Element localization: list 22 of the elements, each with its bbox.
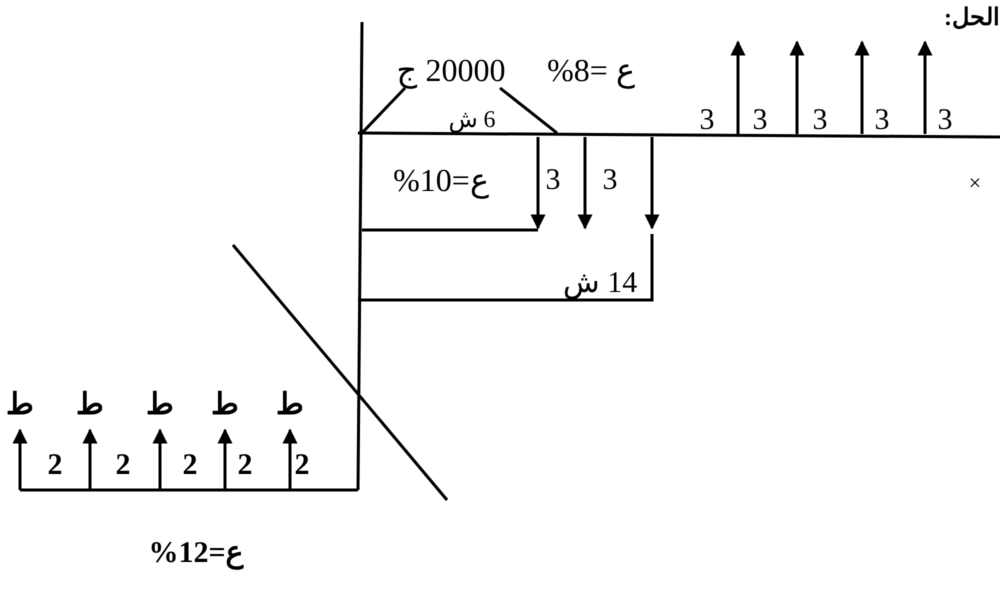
period-label: 14 ش <box>562 268 638 298</box>
series-letter: ط <box>276 390 304 420</box>
payment-value: 2 <box>48 450 62 480</box>
payment-value: 3 <box>874 105 890 135</box>
payment-value: 3 <box>938 105 952 135</box>
heading: الحل: <box>944 6 1000 30</box>
series-letter: ط <box>146 390 174 420</box>
payment-value: 2 <box>238 450 252 480</box>
series-letter: ط <box>211 390 239 420</box>
series-letter: ط <box>6 390 34 420</box>
payment-value: 3 <box>752 105 768 135</box>
payment-value: 3 <box>546 165 560 195</box>
payment-value: 2 <box>294 450 310 480</box>
period-label: 6 ش <box>448 108 496 132</box>
payment-value: 2 <box>182 450 198 480</box>
series-letter: ط <box>76 390 104 420</box>
payment-value: 2 <box>116 450 130 480</box>
multiply-sign: × <box>968 172 982 194</box>
payment-value: 3 <box>812 105 828 135</box>
rate-label: ع=12% <box>148 538 244 568</box>
payment-value: 3 <box>602 165 618 195</box>
payment-value: 3 <box>700 105 714 135</box>
